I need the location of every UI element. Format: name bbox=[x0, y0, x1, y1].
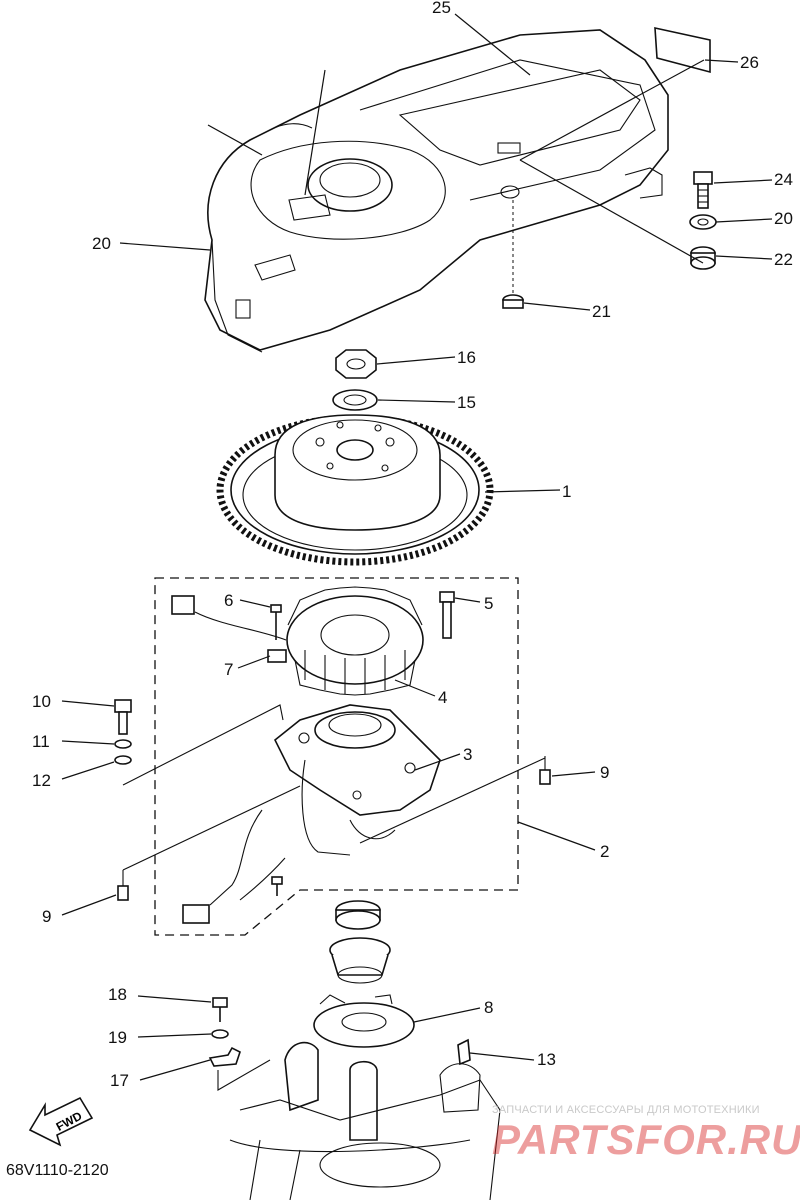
nut-15 bbox=[335, 349, 377, 379]
assembly-2-outline bbox=[154, 577, 519, 936]
part-number-labels: 25 26 20 24 20 22 21 16 15 1 6 5 7 4 3 1… bbox=[32, 0, 793, 1090]
harness-connector bbox=[182, 904, 210, 924]
label-13: 13 bbox=[537, 1050, 556, 1069]
label-10: 10 bbox=[32, 692, 51, 711]
collar-part bbox=[335, 900, 381, 930]
label-22: 24 bbox=[774, 170, 793, 189]
watermark-brand: PARTSFOR.RU bbox=[492, 1116, 800, 1163]
connector-plug bbox=[171, 595, 195, 615]
washer-12 bbox=[114, 755, 132, 765]
pulser-base bbox=[273, 704, 441, 856]
key-13 bbox=[457, 1038, 471, 1066]
label-17: 18 bbox=[108, 985, 127, 1004]
tape-part bbox=[654, 26, 711, 74]
flywheel bbox=[216, 414, 494, 566]
label-20b: 21 bbox=[592, 302, 611, 321]
label-18: 19 bbox=[108, 1028, 127, 1047]
collar-20-lower bbox=[502, 294, 524, 309]
bolt-22 bbox=[693, 171, 713, 209]
powerhead bbox=[229, 1041, 501, 1200]
screw-6 bbox=[270, 604, 282, 640]
label-4: 4 bbox=[438, 688, 447, 707]
flywheel-cover bbox=[204, 29, 669, 353]
label-19: 20 bbox=[92, 234, 111, 253]
label-2: 2 bbox=[600, 842, 609, 861]
label-1: 1 bbox=[562, 482, 571, 501]
label-23: 25 bbox=[432, 0, 451, 17]
dowel-pin-right bbox=[539, 769, 551, 785]
label-7: 7 bbox=[224, 660, 233, 679]
label-15: 16 bbox=[457, 348, 476, 367]
bolt-5 bbox=[439, 591, 455, 639]
diagram-code: 68V1110-2120 bbox=[6, 1162, 109, 1179]
label-21: 22 bbox=[774, 250, 793, 269]
screw-17 bbox=[212, 997, 228, 1022]
label-20a: 20 bbox=[774, 209, 793, 228]
sleeve-part bbox=[329, 937, 391, 984]
washer-11 bbox=[114, 739, 132, 749]
stator-coil bbox=[286, 586, 424, 696]
leader-lines bbox=[61, 13, 773, 1081]
label-3: 3 bbox=[463, 745, 472, 764]
label-16: 17 bbox=[110, 1071, 129, 1090]
watermark-tagline: ЗАПЧАСТИ И АКСЕССУАРЫ ДЛЯ МОТОТЕХНИКИ bbox=[492, 1104, 760, 1116]
label-9-left: 9 bbox=[42, 907, 51, 926]
bracket-16 bbox=[208, 1046, 241, 1067]
label-14: 15 bbox=[457, 393, 476, 412]
label-6: 6 bbox=[224, 591, 233, 610]
dowel-pin-left bbox=[117, 885, 129, 901]
label-8: 8 bbox=[484, 998, 493, 1017]
label-24: 26 bbox=[740, 53, 759, 72]
label-12: 12 bbox=[32, 771, 51, 790]
fwd-arrow-icon bbox=[28, 1096, 94, 1147]
label-9-right: 9 bbox=[600, 763, 609, 782]
washer-20-upper bbox=[689, 214, 717, 230]
label-11: 11 bbox=[32, 732, 50, 751]
label-5: 5 bbox=[484, 594, 493, 613]
plate-8 bbox=[313, 994, 415, 1048]
harness-screw bbox=[271, 876, 283, 896]
washer-18 bbox=[211, 1029, 229, 1039]
bolt-10 bbox=[114, 699, 132, 735]
washer-14 bbox=[332, 389, 378, 411]
